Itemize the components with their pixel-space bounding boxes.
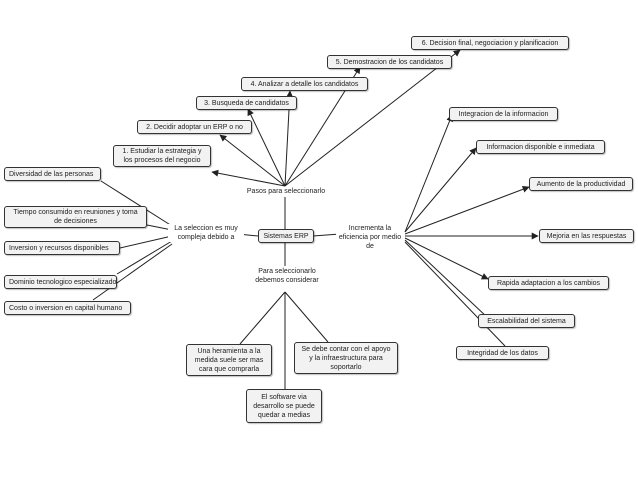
efficiency-node-1[interactable]: Integracion de la informacion: [449, 107, 558, 121]
step-node-1-text: 1. Estudiar la estrategia y los procesos…: [122, 148, 202, 164]
complexity-node-5-text: Costo o inversion en capital humano: [9, 304, 123, 312]
efficiency-node-4[interactable]: Mejoria en las respuestas: [539, 229, 634, 243]
complexity-node-5[interactable]: Costo o inversion en capital humano: [4, 301, 131, 315]
efficiency-node-2-text: Informacion disponible e inmediata: [486, 143, 595, 151]
central-node-sistemas-erp[interactable]: Sistemas ERP: [258, 229, 314, 243]
complexity-node-3-text: Inversion y recursos disponibles: [9, 244, 109, 252]
consider-node-3-text: Se debe contar con el apoyo y la infraes…: [301, 345, 391, 371]
efficiency-node-5[interactable]: Rapida adaptacion a los cambios: [488, 276, 609, 290]
step-node-3-text: 3. Busqueda de candidatos: [204, 99, 289, 107]
branch-label-complexity: La seleccion es muy compleja debido a: [168, 224, 244, 242]
step-node-6-text: 6. Decision final, negociacion y planifi…: [421, 39, 559, 47]
step-node-2[interactable]: 2. Decidir adoptar un ERP o no: [137, 120, 252, 134]
consider-node-1-text: Una heramienta a la medida suele ser mas…: [194, 347, 264, 373]
consider-node-1[interactable]: Una heramienta a la medida suele ser mas…: [186, 344, 272, 376]
efficiency-node-3-text: Aumento de la productividad: [536, 180, 626, 188]
complexity-node-4[interactable]: Dominio tecnologico especializado: [4, 275, 117, 289]
efficiency-node-6-text: Escalabilidad del sistema: [487, 317, 566, 325]
step-node-6[interactable]: 6. Decision final, negociacion y planifi…: [411, 36, 569, 50]
efficiency-node-7[interactable]: Integridad de los datos: [456, 346, 549, 360]
complexity-node-1[interactable]: Diversidad de las personas: [4, 167, 101, 181]
step-node-2-text: 2. Decidir adoptar un ERP o no: [146, 123, 243, 131]
branch-label-consider: Para seleccionarlo debemos considerar: [247, 267, 327, 285]
branch-label-steps: Pasos para seleccionarlo: [238, 187, 334, 196]
step-node-4-text: 4. Analizar a detalle los candidatos: [250, 80, 359, 88]
branch-label-efficiency: Incrementa la eficiencia por medio de: [336, 224, 404, 251]
complexity-node-2-text: Tiempo consumido en reuniones y toma de …: [13, 209, 138, 225]
step-node-4[interactable]: 4. Analizar a detalle los candidatos: [241, 77, 368, 91]
step-node-3[interactable]: 3. Busqueda de candidatos: [196, 96, 297, 110]
efficiency-node-5-text: Rapida adaptacion a los cambios: [496, 279, 601, 287]
step-node-1[interactable]: 1. Estudiar la estrategia y los procesos…: [113, 145, 211, 167]
complexity-node-1-text: Diversidad de las personas: [9, 170, 94, 178]
step-node-5-text: 5. Demostracion de los candidatos: [335, 58, 444, 66]
efficiency-node-3[interactable]: Aumento de la productividad: [529, 177, 633, 191]
efficiency-node-6[interactable]: Escalabilidad del sistema: [478, 314, 575, 328]
consider-node-3[interactable]: Se debe contar con el apoyo y la infraes…: [294, 342, 398, 374]
efficiency-node-1-text: Integracion de la informacion: [458, 110, 549, 118]
consider-node-2[interactable]: El software via desarrollo se puede qued…: [246, 389, 322, 423]
consider-node-2-text: El software via desarrollo se puede qued…: [253, 393, 315, 419]
complexity-node-2[interactable]: Tiempo consumido en reuniones y toma de …: [4, 206, 147, 228]
efficiency-node-4-text: Mejoria en las respuestas: [546, 232, 627, 240]
complexity-node-4-text: Dominio tecnologico especializado: [9, 278, 117, 286]
step-node-5[interactable]: 5. Demostracion de los candidatos: [327, 55, 452, 69]
complexity-node-3[interactable]: Inversion y recursos disponibles: [4, 241, 120, 255]
efficiency-node-7-text: Integridad de los datos: [467, 349, 538, 357]
efficiency-node-2[interactable]: Informacion disponible e inmediata: [476, 140, 605, 154]
central-node-label: Sistemas ERP: [263, 232, 309, 240]
